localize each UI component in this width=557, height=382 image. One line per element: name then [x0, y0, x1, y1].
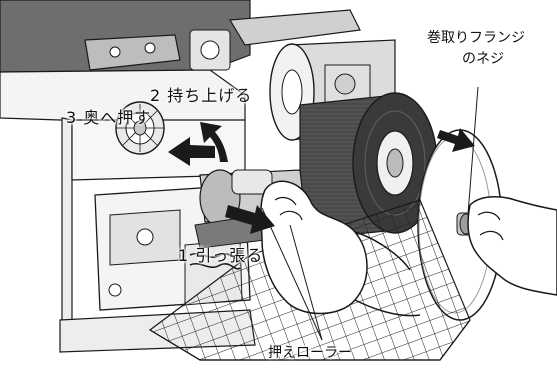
- flange-nut-leader: [467, 86, 479, 215]
- flange-arrow: [437, 128, 475, 152]
- step2-label: 2 持ち上げる: [150, 86, 253, 105]
- pressure-roller-label: 押えローラー: [268, 345, 352, 361]
- roller-leader-b: [289, 224, 323, 341]
- flange-nut-label-line1: 巻取りフランジ: [427, 30, 525, 46]
- push-arrow: [168, 137, 215, 166]
- flange-nut-label-line2: のネジ: [462, 51, 504, 67]
- printer-housing: [0, 0, 361, 323]
- step3-label: 3 奥へ押す: [66, 108, 152, 127]
- lift-arrow: [200, 122, 228, 162]
- leader-lines: [261, 86, 479, 341]
- motion-arrows: [168, 122, 475, 234]
- roller-leader-a: [261, 207, 323, 341]
- hands: [260, 180, 557, 317]
- pull-arrow: [225, 205, 275, 234]
- take-up-ribbon-roll: [299, 92, 438, 241]
- gear-dial: [115, 101, 165, 155]
- step1-label: 1 引っ張る: [178, 246, 264, 265]
